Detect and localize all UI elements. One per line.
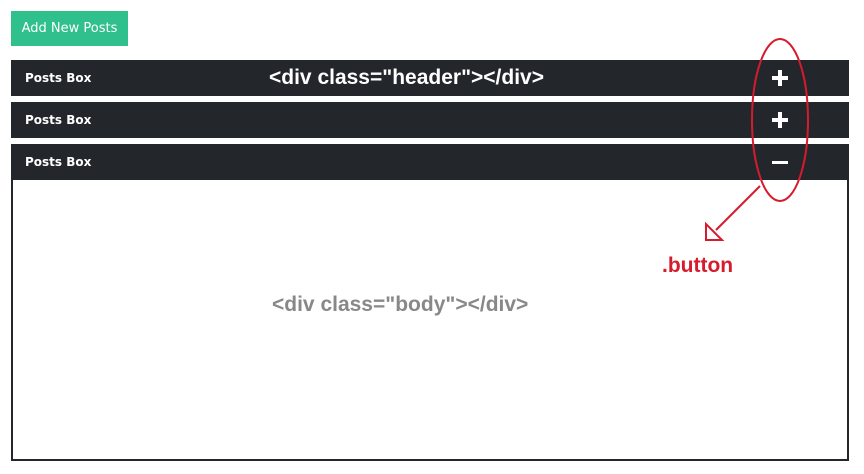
panel-body: <div class="body"></div> bbox=[11, 180, 849, 461]
minus-icon[interactable] bbox=[771, 153, 789, 171]
panel-title: Posts Box bbox=[25, 71, 92, 85]
body-class-label: <div class="body"></div> bbox=[272, 293, 529, 316]
add-new-posts-button[interactable]: Add New Posts bbox=[11, 11, 128, 46]
button-class-label: .button bbox=[662, 254, 734, 277]
header-class-label: <div class="header"></div> bbox=[269, 66, 544, 89]
panel-title: Posts Box bbox=[25, 155, 92, 169]
plus-icon[interactable] bbox=[771, 111, 789, 129]
panel-header-2: Posts Box bbox=[11, 102, 849, 138]
panel-header-3: Posts Box bbox=[11, 144, 849, 180]
panel-title: Posts Box bbox=[25, 113, 92, 127]
panel-header-1: Posts Box <div class="header"></div> bbox=[11, 60, 849, 96]
plus-icon[interactable] bbox=[771, 69, 789, 87]
